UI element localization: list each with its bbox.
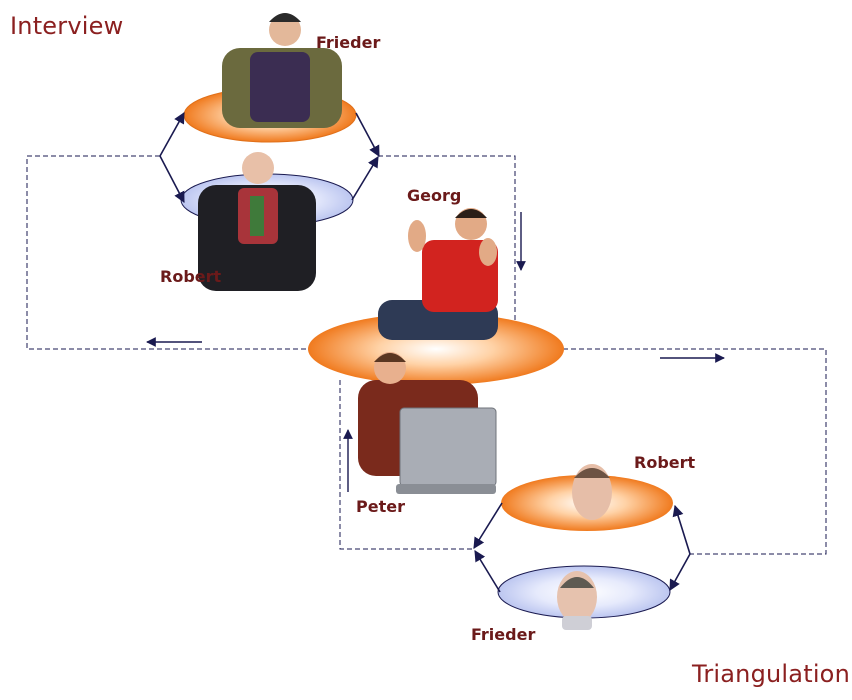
interview-loop-right: [378, 155, 516, 320]
arrow-from-robert-top: [351, 156, 379, 201]
label-georg: Georg: [407, 186, 462, 205]
triangulation-loop-left: [339, 380, 474, 550]
triangulation-loop-right: [563, 348, 827, 555]
label-robert-top: Robert: [160, 267, 222, 286]
arrow-to-robert-top: [159, 155, 185, 203]
arrow-from-robert-bottom: [473, 502, 503, 549]
person-robert-top: [198, 152, 316, 291]
arrow-from-frieder-top: [355, 112, 380, 157]
arrow-to-frieder-top: [159, 112, 185, 157]
title-triangulation: Triangulation: [692, 660, 850, 688]
arrow-to-robert-bottom: [672, 504, 691, 555]
person-frieder-bottom: [557, 571, 597, 630]
title-interview: Interview: [10, 12, 124, 40]
person-robert-bottom: [572, 464, 612, 520]
label-frieder-bottom: Frieder: [471, 625, 536, 644]
laptop-icon: [396, 407, 497, 494]
interview-arrows: [159, 112, 380, 203]
interview-loop-left: [26, 155, 310, 350]
flow-arrows: [146, 212, 725, 492]
person-georg: [378, 208, 498, 340]
person-peter: [358, 352, 497, 494]
triangulation-arrows: [473, 502, 691, 593]
label-frieder-top: Frieder: [316, 33, 381, 52]
arrow-to-frieder-bottom: [669, 553, 691, 591]
person-frieder-top: [222, 13, 342, 128]
label-robert-bottom: Robert: [634, 453, 696, 472]
dashed-connectors: [26, 155, 827, 555]
disc-georg: [308, 313, 564, 385]
arrow-from-frieder-bottom: [474, 550, 501, 593]
label-peter: Peter: [356, 497, 405, 516]
